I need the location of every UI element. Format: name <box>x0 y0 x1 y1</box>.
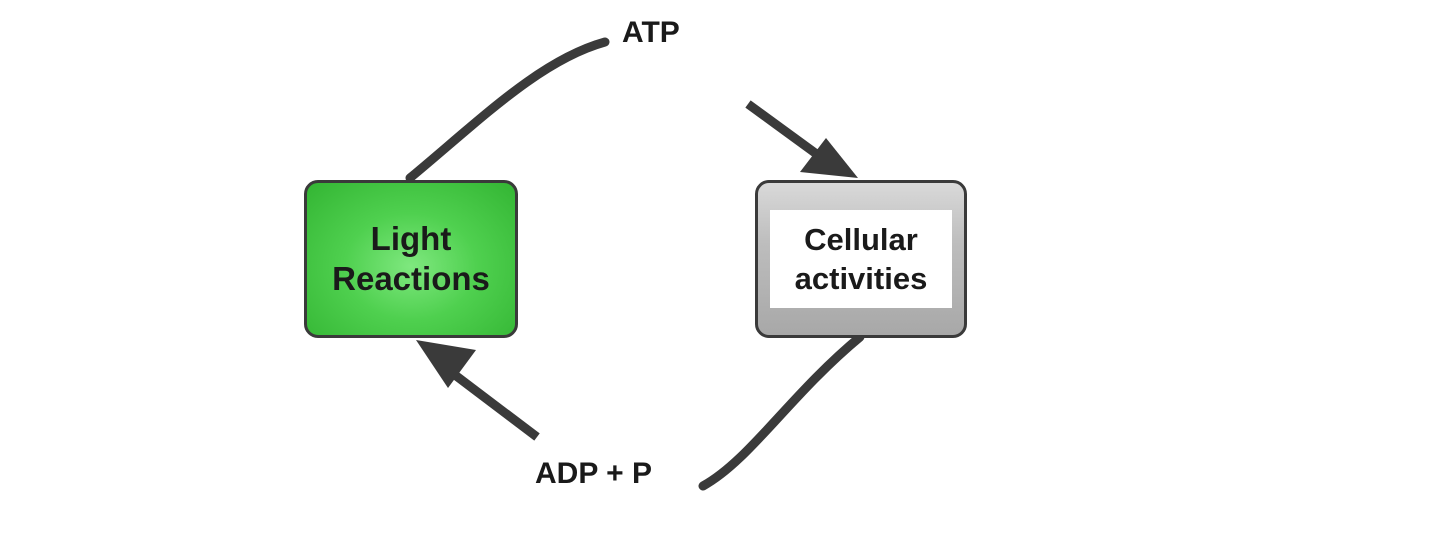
atp-out-curve <box>405 37 610 183</box>
adp-out-curve <box>698 332 865 491</box>
light-reactions-label: Light Reactions <box>332 220 490 297</box>
light-reactions-box: Light Reactions <box>304 180 518 338</box>
adp-in-arrow-shaft <box>452 371 540 441</box>
adp-label: ADP + P <box>535 457 652 490</box>
atp-label: ATP <box>622 16 680 49</box>
atp-in-arrow-shaft <box>745 100 825 162</box>
cellular-activities-box: Cellular activities <box>755 180 967 338</box>
atp-arrowhead <box>800 138 858 178</box>
adp-arrowhead <box>416 340 476 388</box>
cellular-activities-label: Cellular activities <box>770 210 952 308</box>
